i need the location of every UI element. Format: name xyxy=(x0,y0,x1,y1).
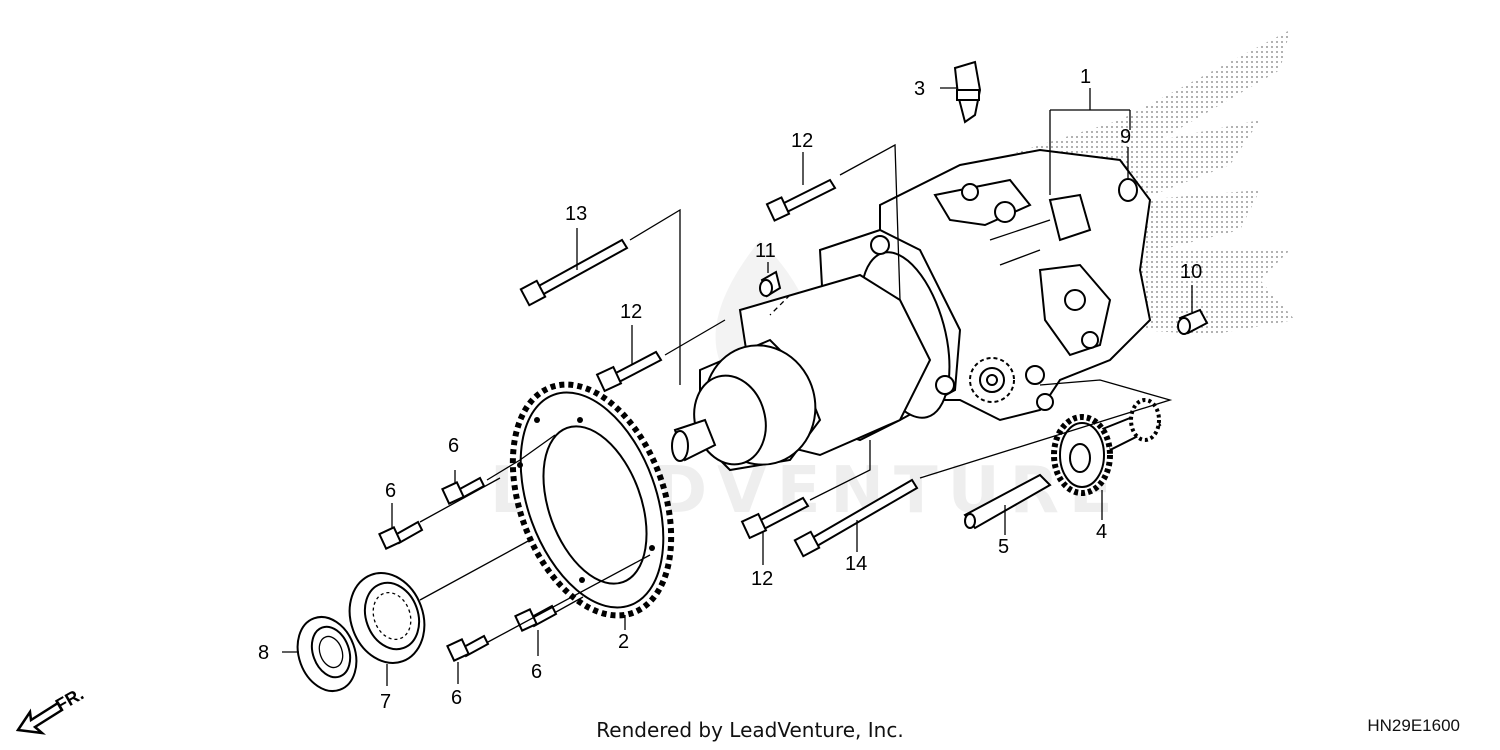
dowel-pin-10 xyxy=(1177,308,1209,335)
callout-2: 2 xyxy=(618,631,629,653)
callout-13: 13 xyxy=(565,203,587,225)
callout-12-low: 12 xyxy=(751,568,773,590)
bolt-12-low xyxy=(740,496,810,540)
callout-12-top: 12 xyxy=(791,130,813,152)
needle-bearing xyxy=(296,616,358,692)
callout-6-a: 6 xyxy=(448,435,459,457)
callout-7: 7 xyxy=(380,691,391,713)
front-arrow-icon xyxy=(15,701,64,735)
callout-leaders xyxy=(282,87,1193,686)
callout-10: 10 xyxy=(1180,261,1202,283)
callout-3: 3 xyxy=(914,78,925,100)
callout-6-c: 6 xyxy=(531,661,542,683)
watermark-flame-icon xyxy=(715,240,814,400)
flange-bolt-6-c xyxy=(514,604,558,632)
rendered-by-credit: Rendered by LeadVenture, Inc. xyxy=(596,718,904,742)
starter-idle-gear xyxy=(1051,398,1162,496)
callout-labels: 1 2 3 4 5 6 6 6 6 7 8 9 10 11 12 12 12 1… xyxy=(258,66,1202,713)
ring-gear xyxy=(509,381,675,619)
flange-bolt-6-b xyxy=(378,520,424,550)
dowel-pin-11 xyxy=(759,270,782,298)
callout-8: 8 xyxy=(258,642,269,664)
callout-11: 11 xyxy=(755,240,776,262)
callout-12-mid: 12 xyxy=(620,301,642,323)
callout-14: 14 xyxy=(845,553,867,575)
callout-5: 5 xyxy=(998,536,1009,558)
callout-1: 1 xyxy=(1080,66,1091,88)
o-ring xyxy=(1118,178,1138,202)
flange-bolt-6-d xyxy=(446,634,490,662)
ball-bearing xyxy=(348,572,426,664)
starter-motor xyxy=(671,228,962,472)
callout-6-b: 6 xyxy=(385,480,396,502)
sensor xyxy=(953,60,982,124)
idle-gear-shaft xyxy=(963,473,1052,530)
idle-gear-mounted xyxy=(969,357,1015,403)
callout-9: 9 xyxy=(1120,126,1131,148)
callout-4: 4 xyxy=(1096,521,1107,543)
flange-bolt-6-a xyxy=(441,476,486,505)
callout-6-d: 6 xyxy=(451,687,462,709)
bolt-12-top xyxy=(765,178,837,222)
diagram-code: HN29E1600 xyxy=(1367,716,1460,735)
bolt-12-mid xyxy=(595,350,663,393)
assembly-lines xyxy=(419,143,1173,643)
bolt-14 xyxy=(793,478,919,558)
bolt-13 xyxy=(519,238,629,307)
